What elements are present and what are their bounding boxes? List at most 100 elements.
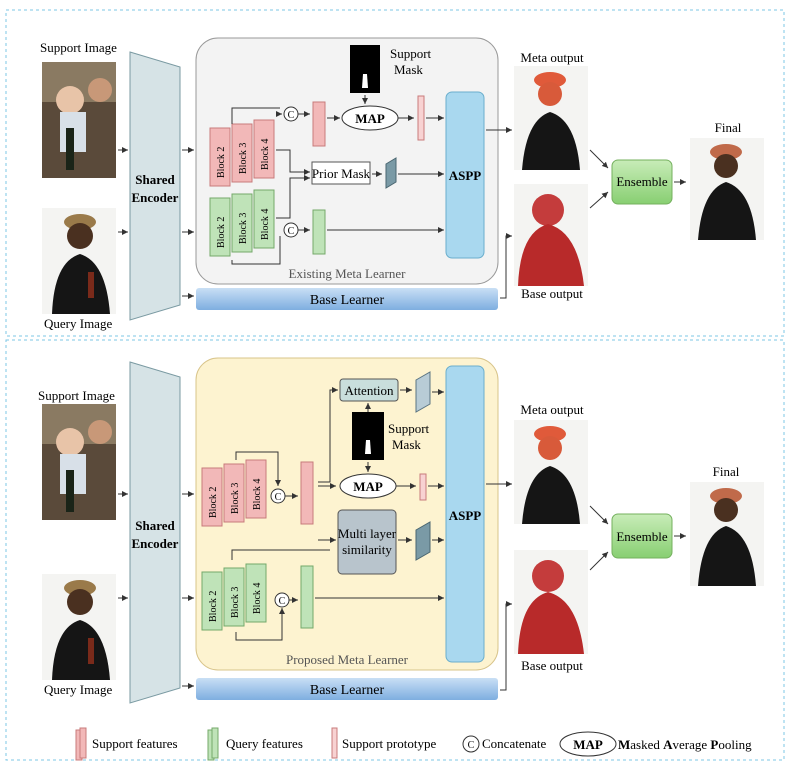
top-aspp — [445, 91, 485, 259]
svg-text:Block 2: Block 2 — [208, 591, 219, 622]
svg-text:Support: Support — [388, 421, 430, 436]
top-support-blocks: Block 2 Block 3 Block 4 — [209, 119, 275, 187]
bottom-similarity-feature — [415, 521, 431, 561]
bottom-meta-output-image — [514, 420, 588, 524]
legend-map: MAP Masked Average Pooling — [559, 731, 752, 757]
legend-query-features: Query features — [207, 727, 303, 761]
svg-text:Block 2: Block 2 — [216, 217, 227, 248]
svg-text:Concatenate: Concatenate — [482, 736, 546, 751]
svg-text:C: C — [468, 740, 475, 751]
top-support-mask — [350, 45, 380, 93]
svg-text:Ensemble: Ensemble — [616, 529, 667, 544]
svg-text:Shared: Shared — [135, 518, 175, 533]
svg-text:Block 4: Block 4 — [252, 479, 263, 510]
svg-text:Block 3: Block 3 — [230, 587, 241, 618]
svg-text:Encoder: Encoder — [132, 536, 179, 551]
svg-text:similarity: similarity — [342, 542, 392, 557]
bottom-attention — [339, 378, 399, 402]
bottom-query-feature — [300, 565, 314, 629]
legend-concatenate: C Concatenate — [462, 735, 546, 753]
bottom-panel: Support Image Query Image Shared Encoder — [38, 357, 764, 704]
top-prior-mask — [311, 161, 371, 185]
svg-text:Block 2: Block 2 — [216, 147, 227, 178]
top-meta-learner-label: Existing Meta Learner — [289, 266, 407, 281]
bottom-multi-layer-similarity — [337, 509, 397, 575]
svg-text:Base output: Base output — [521, 286, 583, 301]
top-shared-encoder: Shared Encoder — [129, 51, 181, 321]
svg-text:Support features: Support features — [92, 736, 178, 751]
svg-text:C: C — [275, 492, 282, 503]
svg-text:Block 2: Block 2 — [208, 487, 219, 518]
svg-text:Ensemble: Ensemble — [616, 174, 667, 189]
bottom-support-blocks: Block 2 Block 3 Block 4 — [201, 459, 267, 527]
svg-text:Mask: Mask — [394, 62, 423, 77]
svg-text:Attention: Attention — [344, 383, 394, 398]
top-query-image-label: Query Image — [44, 316, 112, 331]
top-panel: Support Image Query Image Shared Encoder — [40, 37, 764, 331]
svg-text:Base Learner: Base Learner — [310, 683, 385, 698]
top-final-image — [690, 138, 764, 240]
svg-text:ASPP: ASPP — [449, 508, 482, 523]
top-query-feature — [312, 209, 326, 255]
svg-text:Block 4: Block 4 — [260, 139, 271, 170]
svg-text:Multi layer: Multi layer — [338, 526, 397, 541]
svg-text:Shared: Shared — [135, 172, 175, 187]
svg-text:MAP: MAP — [353, 479, 383, 494]
bottom-query-image — [42, 574, 116, 680]
svg-text:Block 3: Block 3 — [230, 483, 241, 514]
bottom-query-blocks: Block 2 Block 3 Block 4 — [201, 563, 267, 631]
top-ensemble — [611, 159, 673, 205]
svg-text:MAP: MAP — [573, 737, 603, 752]
svg-text:Block 3: Block 3 — [238, 213, 249, 244]
bottom-base-learner — [196, 678, 498, 700]
svg-text:Support prototype: Support prototype — [342, 736, 436, 751]
top-base-output-image — [514, 184, 588, 286]
top-prior-feature — [385, 157, 397, 189]
top-query-blocks: Block 2 Block 3 Block 4 — [209, 189, 275, 257]
bottom-base-output-image — [514, 550, 588, 654]
bottom-ensemble — [611, 513, 673, 559]
svg-text:MAP: MAP — [355, 111, 385, 126]
svg-text:Block 4: Block 4 — [260, 209, 271, 240]
bottom-support-image — [42, 404, 116, 520]
svg-text:Query Image: Query Image — [44, 682, 112, 697]
svg-text:C: C — [288, 110, 295, 121]
top-meta-output-image — [514, 66, 588, 170]
legend-support-prototype: Support prototype — [331, 727, 436, 759]
svg-text:Prior Mask: Prior Mask — [312, 166, 371, 181]
top-support-image-label: Support Image — [40, 40, 117, 55]
svg-text:Masked Average Pooling: Masked Average Pooling — [618, 737, 752, 752]
top-support-feature — [312, 101, 326, 147]
legend: Support features Query features Support … — [75, 727, 752, 761]
svg-text:Proposed Meta Learner: Proposed Meta Learner — [286, 652, 409, 667]
top-support-prototype — [417, 95, 425, 141]
bottom-shared-encoder: Shared Encoder — [129, 361, 181, 704]
svg-text:Meta output: Meta output — [520, 50, 584, 65]
svg-text:C: C — [279, 596, 286, 607]
bottom-attention-feature — [415, 371, 431, 413]
svg-text:Support: Support — [390, 46, 432, 61]
svg-text:Meta output: Meta output — [520, 402, 584, 417]
svg-text:Support Image: Support Image — [38, 388, 115, 403]
bottom-support-prototype — [419, 473, 427, 501]
bottom-final-image — [690, 482, 764, 586]
bottom-panel-border — [5, 339, 785, 761]
svg-text:C: C — [288, 226, 295, 237]
bottom-support-mask — [352, 412, 384, 460]
svg-text:Final: Final — [713, 464, 740, 479]
top-query-image — [42, 208, 116, 314]
svg-text:ASPP: ASPP — [449, 168, 482, 183]
svg-text:Final: Final — [715, 120, 742, 135]
bottom-aspp — [445, 365, 485, 663]
bottom-support-feature — [300, 461, 314, 525]
svg-text:Base Learner: Base Learner — [310, 293, 385, 308]
svg-text:Block 4: Block 4 — [252, 583, 263, 614]
svg-text:Encoder: Encoder — [132, 190, 179, 205]
svg-text:Block 3: Block 3 — [238, 143, 249, 174]
svg-text:Query features: Query features — [226, 736, 303, 751]
top-support-image — [42, 62, 116, 178]
legend-support-features: Support features — [75, 727, 178, 761]
top-base-learner — [196, 288, 498, 310]
svg-text:Mask: Mask — [392, 437, 421, 452]
